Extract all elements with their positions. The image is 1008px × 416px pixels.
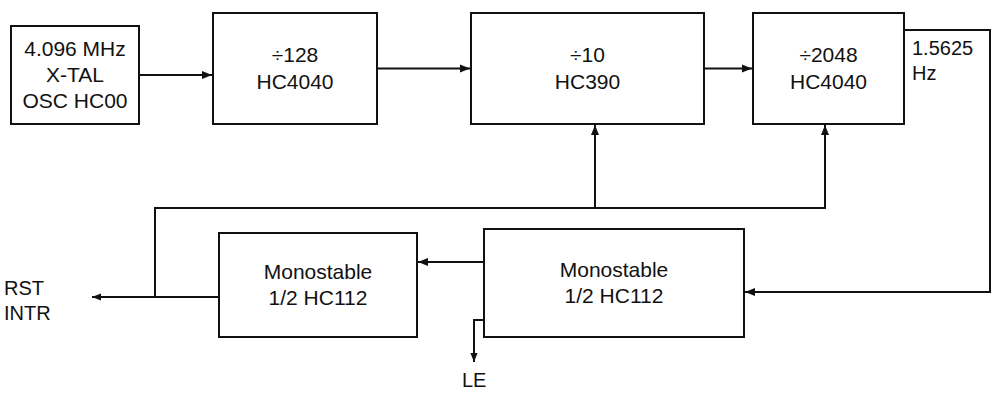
oscillator-box: 4.096 MHz X-TAL OSC HC00 (10, 25, 140, 125)
signal-name: LE (462, 368, 502, 393)
signal-name: RST INTR (4, 276, 74, 326)
box-text: ÷2048 (799, 42, 857, 68)
signal-connector (418, 261, 483, 263)
monostable-box: Monostable 1/2 HC112 (483, 228, 745, 338)
box-text: HC4040 (256, 69, 333, 95)
le-wire (474, 320, 483, 362)
box-text: Monostable 1/2 HC112 (550, 257, 678, 310)
signal-connector (140, 74, 212, 76)
rst-intr-wire (92, 296, 155, 298)
box-text: 4.096 MHz X-TAL OSC HC00 (22, 36, 128, 115)
signal-connector (705, 68, 752, 70)
counter-box: ÷2048HC4040 (752, 12, 905, 125)
monostable-box: Monostable 1/2 HC112 (218, 232, 418, 338)
frequency-label: 1.5625 Hz (912, 36, 984, 86)
box-text: HC390 (555, 69, 620, 95)
counter-box: ÷10HC390 (470, 12, 705, 125)
box-text: ÷10 (570, 42, 605, 68)
box-text: Monostable 1/2 HC112 (254, 259, 382, 312)
counter-box: ÷128HC4040 (212, 12, 378, 125)
box-text: HC4040 (790, 69, 867, 95)
box-text: ÷128 (272, 42, 319, 68)
signal-connector (378, 68, 470, 70)
